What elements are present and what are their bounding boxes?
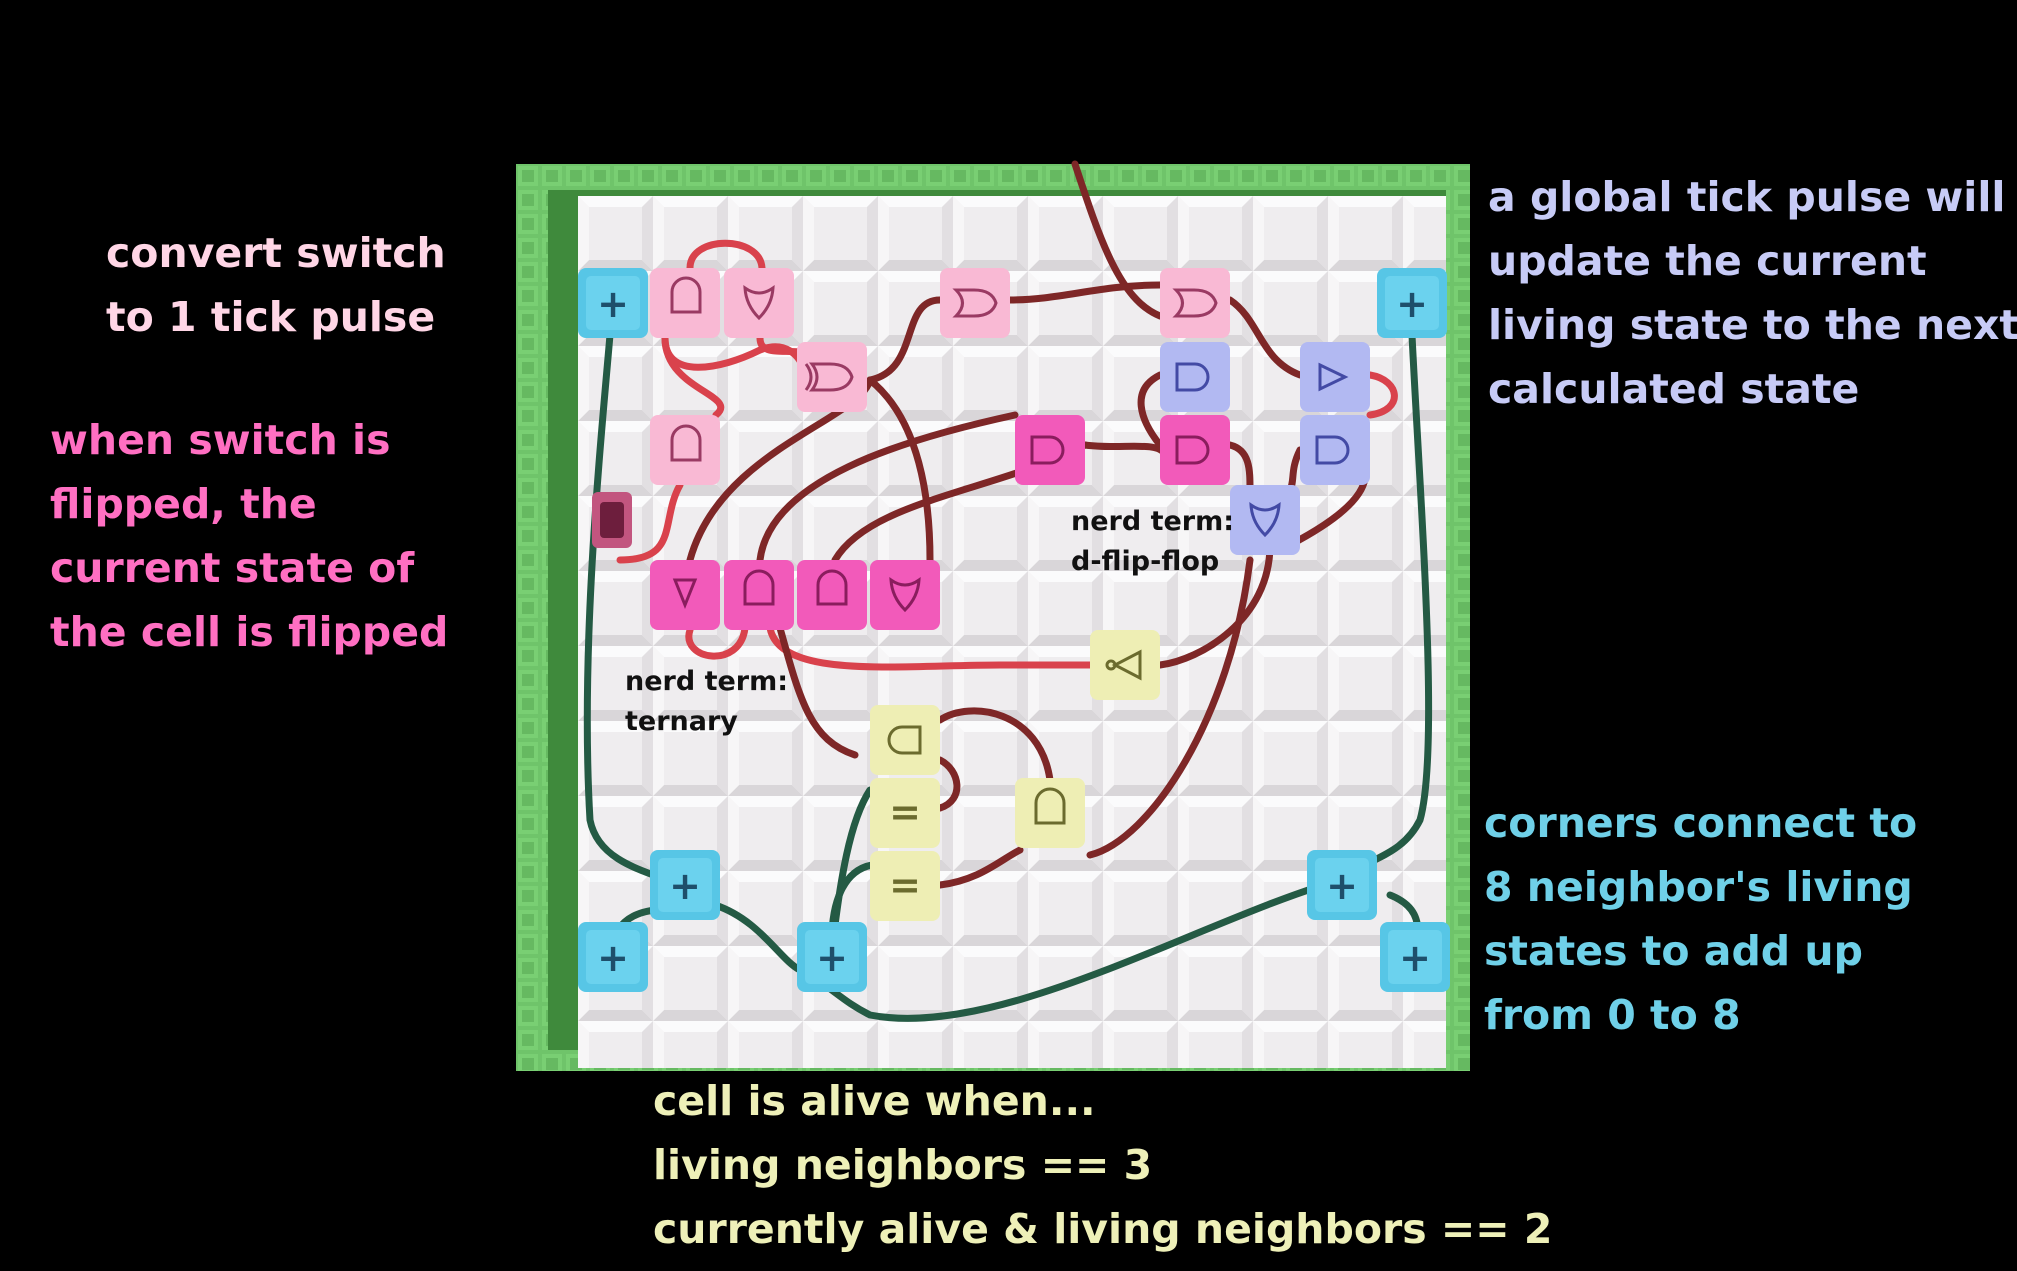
adder-block: +: [650, 850, 720, 920]
term-ternary-line: ternary: [625, 706, 738, 737]
adder-block: +: [797, 922, 867, 992]
note-corners-line: 8 neighbor's living: [1484, 863, 1913, 911]
wire-red: [756, 334, 804, 356]
wire-red: [766, 624, 1094, 671]
wire-dark-red: [1137, 371, 1164, 449]
wire-dark-red: [1226, 441, 1254, 494]
wire-dark-red: [936, 707, 1054, 784]
note-pulse-line: to 1 tick pulse: [106, 293, 436, 341]
gate-or: [724, 268, 794, 338]
adder-symbol: +: [669, 864, 701, 908]
note-tick: a global tick pulse will update the curr…: [1488, 165, 2017, 421]
adder-block: +: [578, 268, 648, 338]
adder-symbol: +: [816, 936, 848, 980]
gate-and: [1160, 342, 1230, 412]
note-pulse-line: convert switch: [106, 229, 446, 277]
wire-red: [661, 334, 809, 376]
gate-and: [1160, 415, 1230, 485]
gate-and: [1015, 778, 1085, 848]
gate-and: [724, 560, 794, 630]
wire-dark-red: [866, 296, 944, 384]
note-tick-line: calculated state: [1488, 365, 1860, 413]
gate-or: [1230, 485, 1300, 555]
note-tick-line: a global tick pulse will: [1488, 173, 2006, 221]
gate-or: [870, 560, 940, 630]
note-alive-line: living neighbors == 3: [653, 1141, 1153, 1189]
gate-buffer: [1300, 342, 1370, 412]
gate-and: [870, 705, 940, 775]
gate-or: [940, 268, 1010, 338]
gate-equals: =: [870, 851, 940, 921]
wire-dark-red: [936, 756, 961, 812]
gate-equals: =: [870, 778, 940, 848]
wire-red: [616, 481, 684, 564]
note-alive: cell is alive when... living neighbors =…: [653, 1069, 1552, 1261]
wire-dark-red: [756, 411, 1019, 564]
term-dff-line: nerd term:: [1071, 506, 1235, 537]
gate-and: [1015, 415, 1085, 485]
note-alive-line: cell is alive when...: [653, 1077, 1096, 1125]
gate-and: [650, 268, 720, 338]
gate-and: [650, 415, 720, 485]
note-flip-line: current state of: [50, 544, 415, 592]
adder-block: +: [1307, 850, 1377, 920]
term-ternary-line: nerd term:: [625, 666, 789, 697]
note-corners-line: corners connect to: [1484, 799, 1918, 847]
term-ternary: nerd term: ternary: [625, 662, 788, 742]
adder-symbol: +: [597, 282, 629, 326]
gate-buffer: [650, 560, 720, 630]
equals-symbol: =: [889, 790, 921, 834]
note-corners-line: from 0 to 8: [1484, 991, 1741, 1039]
wire-dark-red: [776, 624, 859, 759]
note-pulse: convert switch to 1 tick pulse: [106, 221, 446, 349]
wire-green: [711, 876, 1344, 1022]
wires: [583, 160, 1433, 1022]
wire-dark-red: [1006, 281, 1164, 304]
note-flip-line: flipped, the: [50, 480, 317, 528]
wire-green: [1351, 331, 1433, 874]
switch-block[interactable]: [592, 492, 632, 548]
gate-not: [1090, 630, 1160, 700]
gate-or: [1160, 268, 1230, 338]
note-tick-line: living state to the next: [1488, 301, 2017, 349]
equals-symbol: =: [889, 863, 921, 907]
wire-red: [686, 239, 766, 272]
adder-symbol: +: [597, 936, 629, 980]
wire-dark-red: [1071, 160, 1164, 320]
term-dff: nerd term: d-flip-flop: [1071, 502, 1234, 582]
gate-and: [1300, 415, 1370, 485]
note-flip: when switch is flipped, the current stat…: [50, 408, 448, 664]
gate-and: [797, 560, 867, 630]
board-grid: [578, 196, 1446, 1068]
wire-dark-red: [1086, 556, 1254, 859]
wire-green: [583, 331, 686, 889]
gate-xor: [797, 342, 867, 412]
note-tick-line: update the current: [1488, 237, 1927, 285]
note-flip-line: the cell is flipped: [50, 608, 449, 656]
adder-block: +: [1377, 268, 1447, 338]
wire-red: [1366, 371, 1398, 419]
wire-dark-red: [1226, 296, 1304, 379]
wire-red: [661, 334, 725, 419]
adder-symbol: +: [1399, 936, 1431, 980]
note-alive-line: currently alive & living neighbors == 2: [653, 1205, 1553, 1253]
wire-red: [685, 624, 749, 660]
note-corners-line: states to add up: [1484, 927, 1863, 975]
adder-symbol: +: [1396, 282, 1428, 326]
adder-block: +: [1380, 922, 1450, 992]
wire-dark-red: [936, 846, 1024, 889]
note-corners: corners connect to 8 neighbor's living s…: [1484, 791, 1917, 1047]
adder-symbol: +: [1326, 864, 1358, 908]
term-dff-line: d-flip-flop: [1071, 546, 1220, 577]
wire-dark-red: [1156, 541, 1274, 669]
note-flip-line: when switch is: [50, 416, 391, 464]
adder-block: +: [578, 922, 648, 992]
wire-dark-red: [866, 376, 934, 564]
